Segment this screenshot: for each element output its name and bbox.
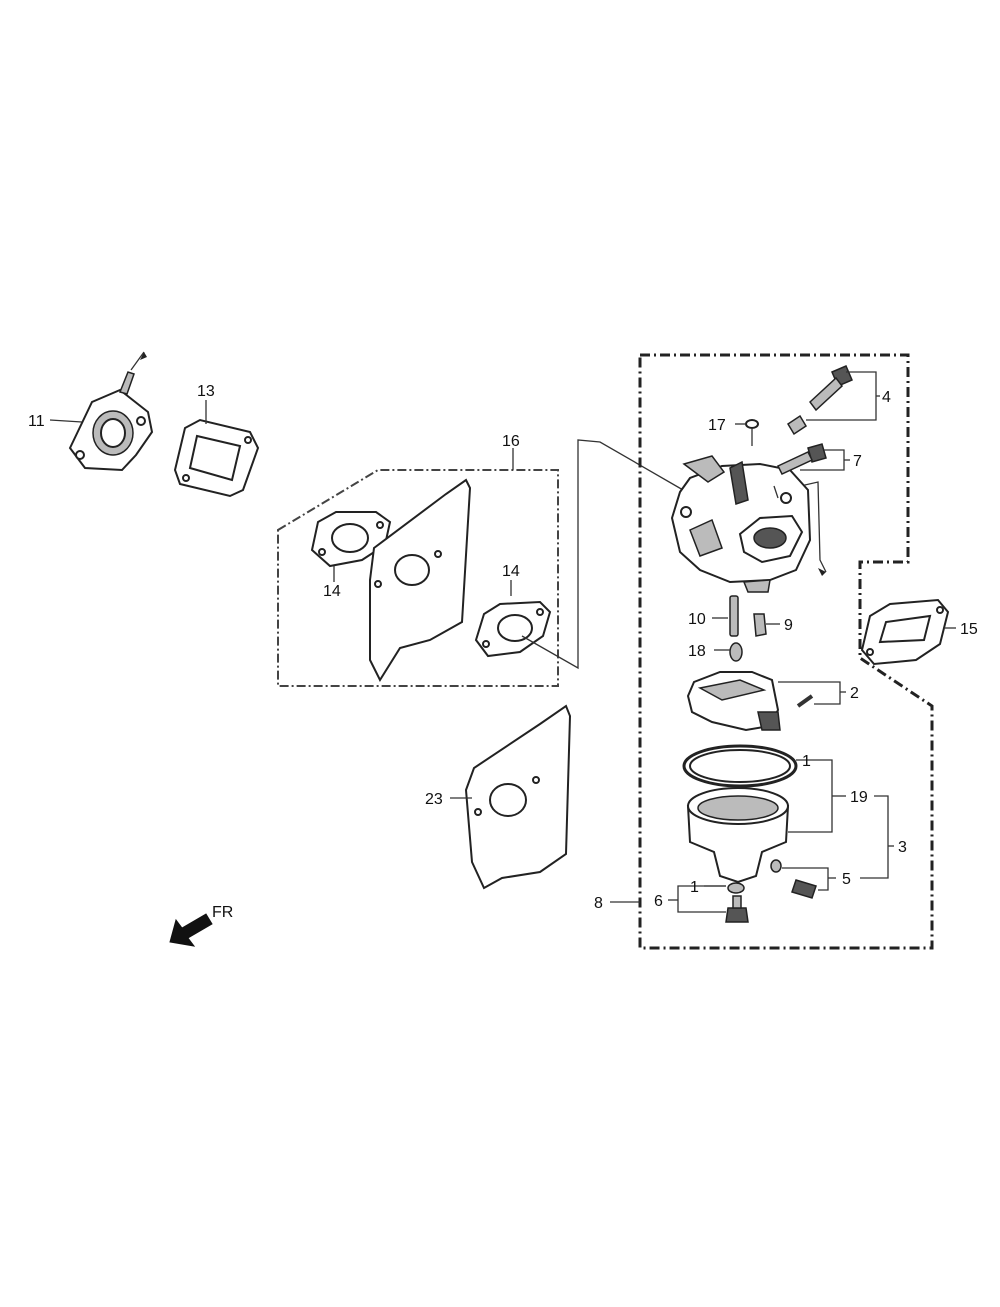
part-14-gasket-lower bbox=[474, 580, 552, 658]
label-14-upper: 14 bbox=[323, 583, 341, 600]
label-8: 8 bbox=[594, 895, 603, 912]
part-7-screw-set bbox=[776, 443, 827, 475]
front-direction-indicator: FR bbox=[169, 904, 233, 947]
label-2: 2 bbox=[850, 685, 859, 702]
label-14-lower: 14 bbox=[502, 563, 520, 580]
part-10-main-nozzle bbox=[729, 595, 739, 637]
part-8-carburetor-assembly-box bbox=[638, 353, 934, 950]
label-4: 4 bbox=[882, 389, 891, 406]
part-14-gasket-upper bbox=[310, 511, 392, 582]
label-6: 6 bbox=[654, 893, 663, 910]
label-11: 11 bbox=[28, 413, 45, 430]
part-11-insulator bbox=[68, 351, 154, 472]
part-4-screw-set bbox=[786, 365, 853, 436]
label-1-upper: 1 bbox=[802, 753, 811, 770]
label-16: 16 bbox=[502, 433, 520, 450]
label-18: 18 bbox=[688, 643, 706, 660]
leader-lines bbox=[49, 371, 956, 913]
front-label: FR bbox=[212, 904, 233, 921]
part-5-drain-screw bbox=[770, 859, 817, 899]
label-7: 7 bbox=[853, 453, 862, 470]
part-18-jet bbox=[729, 642, 743, 662]
label-5: 5 bbox=[842, 871, 851, 888]
part-19-float-bowl bbox=[686, 787, 790, 884]
label-17: 17 bbox=[708, 417, 726, 434]
label-15: 15 bbox=[960, 621, 978, 638]
part-16-assembly-box bbox=[277, 448, 559, 687]
label-23: 23 bbox=[425, 791, 443, 808]
part-16-heat-shield bbox=[369, 478, 472, 683]
part-2-float bbox=[686, 671, 814, 732]
part-15-gasket bbox=[860, 598, 950, 666]
label-1-lower: 1 bbox=[690, 879, 699, 896]
part-labels: 11 13 16 14 14 17 4 7 10 9 18 15 2 1 19 … bbox=[28, 383, 978, 912]
part-1-o-ring-bowl bbox=[682, 744, 798, 788]
part-23-heat-shield bbox=[464, 704, 572, 890]
label-10: 10 bbox=[688, 611, 706, 628]
label-13: 13 bbox=[197, 383, 215, 400]
arrow-down-left-icon bbox=[169, 913, 213, 947]
part-13-gasket bbox=[173, 418, 260, 498]
label-19: 19 bbox=[850, 789, 868, 806]
part-6-bolt-washer bbox=[725, 882, 749, 923]
label-3: 3 bbox=[898, 839, 907, 856]
carburetor-body bbox=[670, 455, 812, 593]
part-17-screw bbox=[745, 419, 759, 446]
label-9: 9 bbox=[784, 617, 793, 634]
part-9-main-jet bbox=[753, 613, 767, 637]
